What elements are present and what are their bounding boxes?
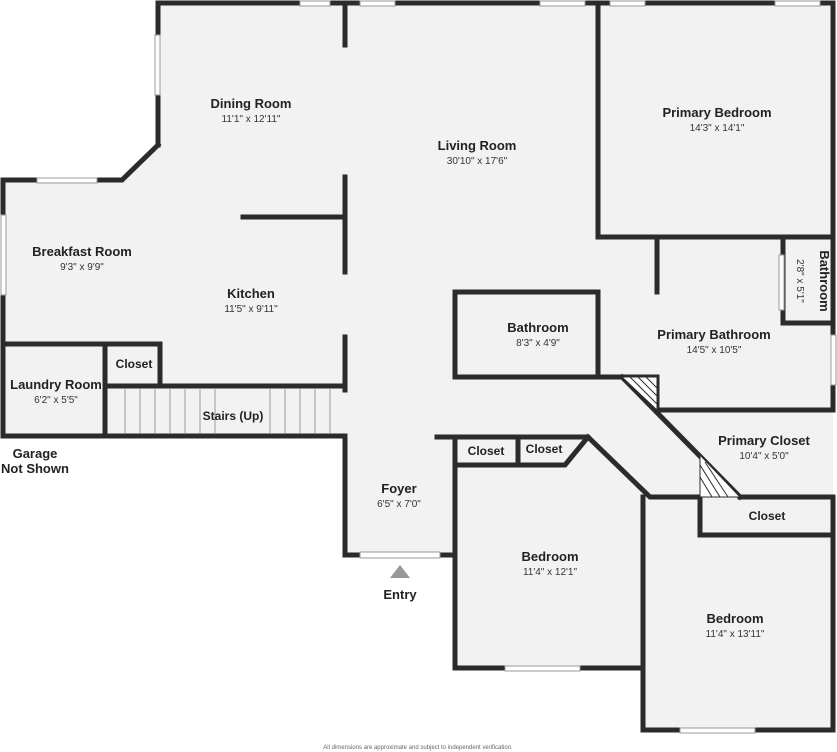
closet-hall-2-label: Closet: [526, 442, 563, 456]
laundry-room-name: Laundry Room: [10, 377, 102, 392]
disclaimer-text: All dimensions are approximate and subje…: [323, 745, 513, 751]
bathroom-name: Bathroom: [507, 320, 568, 335]
breakfast-room-name: Breakfast Room: [32, 244, 132, 259]
foyer-dim: 6'5" x 7'0": [377, 499, 421, 510]
floor-area: [3, 3, 833, 730]
living-room-name: Living Room: [438, 138, 517, 153]
living-room-dim: 30'10" x 17'6": [447, 156, 508, 167]
breakfast-room-dim: 9'3" x 9'9": [60, 262, 104, 273]
laundry-room-dim: 6'2" x 5'5": [34, 395, 78, 406]
windows: [0, 0, 837, 734]
closet-hall-1-label: Closet: [468, 444, 505, 458]
kitchen-dim: 11'5" x 9'11": [224, 304, 278, 315]
entry-label: Entry: [383, 587, 417, 602]
dining-room-name: Dining Room: [211, 96, 292, 111]
garage-label-line1: Garage: [13, 446, 58, 461]
hatch-primary-bath: [620, 376, 658, 412]
primary-closet-name: Primary Closet: [718, 433, 810, 448]
bedroom-b-dim: 11'4" x 13'11": [706, 629, 765, 640]
primary-bedroom-name: Primary Bedroom: [662, 105, 771, 120]
bedroom-b-name: Bedroom: [706, 611, 763, 626]
garage-label-line2: Not Shown: [1, 461, 69, 476]
primary-closet-dim: 10'4" x 5'0": [739, 451, 789, 462]
small-bathroom-name: Bathroom: [817, 250, 832, 311]
entry-arrow-icon: [390, 565, 410, 578]
foyer-name: Foyer: [381, 481, 416, 496]
hatch-primary-closet: [699, 453, 742, 498]
stairs-label: Stairs (Up): [203, 409, 264, 423]
primary-bedroom-dim: 14'3" x 14'1": [690, 123, 745, 134]
closet-bedroom-b-label: Closet: [749, 509, 786, 523]
closet-kitchen-label: Closet: [116, 357, 153, 371]
primary-bathroom-name: Primary Bathroom: [657, 327, 770, 342]
stairs-treads: [124, 389, 331, 433]
small-bathroom-dim: 2'8" x 5'1": [794, 259, 805, 303]
dining-room-dim: 11'1" x 12'11": [222, 114, 281, 125]
bedroom-a-name: Bedroom: [521, 549, 578, 564]
bathroom-dim: 8'3" x 4'9": [516, 338, 560, 349]
kitchen-name: Kitchen: [227, 286, 275, 301]
primary-bathroom-dim: 14'5" x 10'5": [687, 345, 742, 356]
bedroom-a-dim: 11'4" x 12'1": [523, 567, 578, 578]
